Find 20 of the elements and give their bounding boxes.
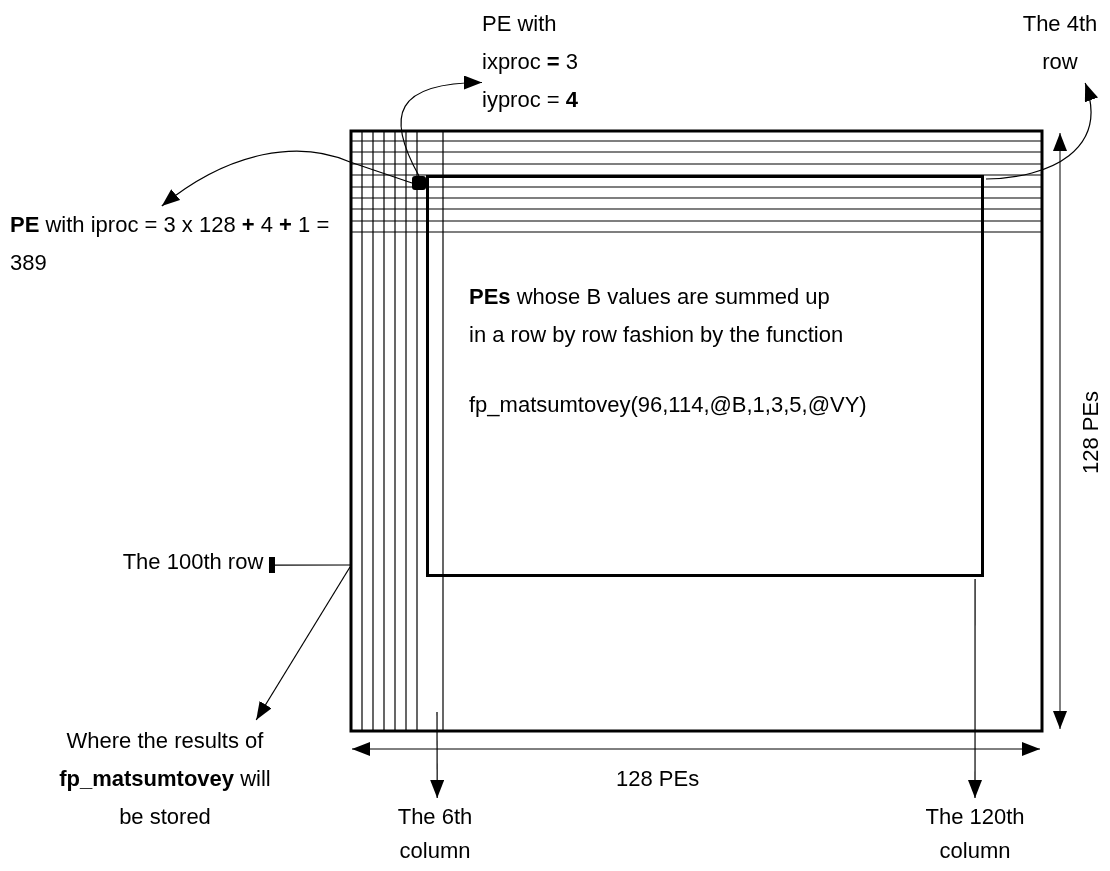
function-call: fp_matsumtovey(96,114,@B,1,3,5,@VY)	[469, 391, 868, 419]
callout-text: PE with ixproc = 3 iyproc = 4	[482, 5, 604, 119]
region-box	[426, 175, 984, 577]
callout-text: Where the results of fp_matsumtovey will be stored	[45, 722, 285, 836]
callout-text: The 4th row	[1015, 5, 1105, 81]
arrow	[985, 82, 1097, 180]
cell-marker	[412, 176, 426, 190]
arrow	[430, 711, 445, 799]
arrow	[400, 76, 483, 177]
arrow	[161, 150, 413, 207]
callout-text: The 120th column	[905, 800, 1045, 868]
leader-line	[269, 557, 351, 574]
dimension-label: 128 PEs	[616, 765, 700, 793]
arrow	[255, 566, 351, 721]
description-text: PEs whose B values are summed up in a row by row fashion by the function	[469, 283, 845, 349]
callout-text: PE with iproc = 3 x 128 + 4 + 1 = 389	[10, 206, 340, 282]
callout-text: The 100th row	[118, 543, 268, 619]
arrow	[968, 578, 982, 799]
dimension-label: 128 PEs	[1076, 389, 1104, 477]
callout-text: The 6th column	[380, 800, 490, 868]
